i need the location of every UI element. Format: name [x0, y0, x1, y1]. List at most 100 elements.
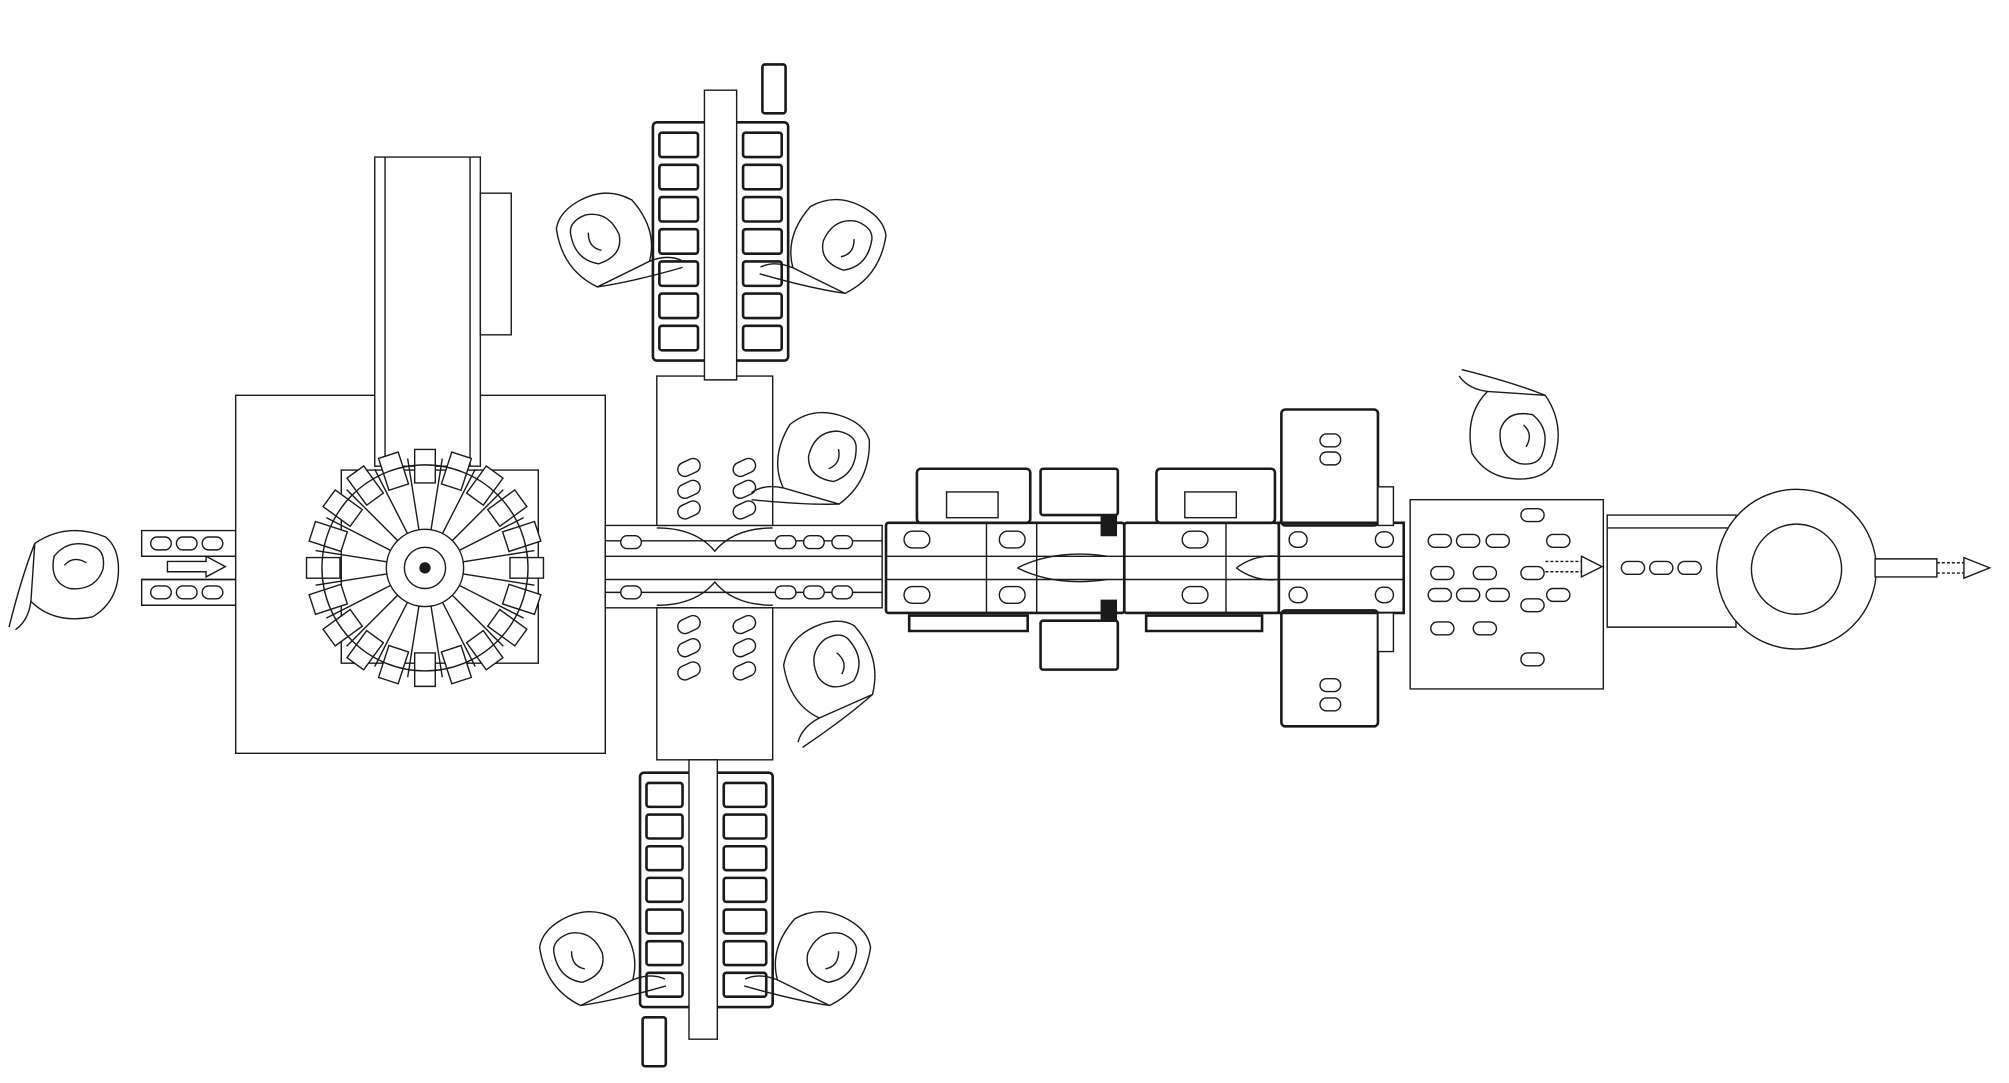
container-slot	[1547, 589, 1570, 602]
filler-cup	[379, 452, 409, 490]
operator-icon	[9, 531, 118, 630]
container-slot	[1431, 567, 1454, 580]
operator-hair	[569, 950, 585, 972]
filler-hub-inner	[404, 547, 445, 588]
container-slot	[675, 478, 702, 501]
main-transfer-conveyor	[605, 525, 882, 607]
container-slot	[1486, 589, 1509, 602]
filler-spoke	[375, 602, 408, 666]
container-slot	[675, 499, 702, 522]
container-slot	[1320, 452, 1341, 465]
output-flow-arrow-icon	[1964, 558, 1990, 579]
container-slot	[1650, 561, 1673, 574]
rack-bin	[659, 261, 698, 285]
container-slot	[675, 456, 702, 479]
rack-motor	[643, 1017, 666, 1066]
rack-bin	[743, 326, 782, 350]
operator-icon	[742, 890, 883, 1034]
container-slot	[1182, 531, 1208, 548]
vertical-feed-chute	[375, 157, 512, 466]
filler-spoke	[452, 490, 503, 541]
operator-hair	[841, 238, 857, 260]
filler-spoke	[326, 518, 390, 551]
container-slot	[904, 531, 930, 548]
container-slot	[731, 613, 758, 636]
operator-arms	[581, 962, 669, 1027]
operator-arms	[757, 250, 845, 315]
rack-bin	[743, 229, 782, 253]
filler-cup	[379, 646, 409, 684]
filler-cup	[467, 466, 503, 505]
container-slot	[1428, 589, 1451, 602]
container-slot	[1320, 434, 1341, 447]
filler-cup	[309, 584, 347, 614]
container-slot	[1182, 587, 1208, 604]
container-slot	[731, 456, 758, 479]
operator-hair	[64, 559, 86, 565]
container-slot	[621, 536, 642, 549]
output-conveyor	[1875, 559, 1964, 577]
filler-cup	[488, 490, 527, 526]
filler-center	[420, 563, 430, 573]
filler-cup	[503, 584, 541, 614]
rack-bin	[724, 815, 766, 839]
container-slot	[1473, 622, 1496, 635]
filler-cup	[307, 558, 340, 579]
container-slot	[999, 587, 1025, 604]
filler-cup	[347, 466, 383, 505]
container-slot	[804, 536, 825, 549]
rack-bin	[659, 229, 698, 253]
filler-spoke	[347, 490, 398, 541]
rack-bin	[646, 973, 682, 997]
filler-cup	[467, 631, 503, 670]
operator-head	[53, 544, 103, 589]
operator-icon	[1459, 370, 1558, 479]
upper-rack-conveyor-icon	[653, 64, 788, 379]
container-slot	[1521, 567, 1544, 580]
operator-hair	[1523, 425, 1529, 447]
container-slot	[1486, 534, 1509, 547]
turntable-icon	[1607, 489, 1917, 649]
lower-rack-conveyor-icon	[640, 760, 773, 1066]
container-slot	[1375, 532, 1393, 547]
container-slot	[832, 586, 853, 599]
container-slot	[731, 478, 758, 501]
operator-arms	[597, 244, 685, 309]
filler-cup	[510, 558, 543, 579]
operator-arms	[9, 543, 35, 629]
container-slot	[804, 586, 825, 599]
operator-hair	[825, 950, 841, 972]
table-flow-arrow-icon	[1545, 556, 1602, 577]
container-slot	[1457, 534, 1480, 547]
container-slot	[1678, 561, 1701, 574]
operator-head	[546, 923, 610, 989]
rack-bin	[646, 878, 682, 902]
filler-spoke	[443, 469, 476, 533]
container-slot	[775, 586, 796, 599]
container-slot	[176, 537, 197, 550]
transfer-frame	[1279, 410, 1404, 727]
container-slot	[1621, 561, 1644, 574]
operator-icon	[544, 171, 685, 315]
filler-cup	[503, 521, 541, 551]
container-slot	[1289, 587, 1307, 602]
rack-bin	[646, 941, 682, 965]
container-slot	[621, 586, 642, 599]
infeed-flow-arrow-icon	[167, 556, 225, 577]
filler-spoke	[316, 574, 387, 585]
infeed-conveyor	[142, 531, 236, 606]
operator-arms	[749, 475, 839, 529]
rack-bin	[743, 261, 782, 285]
rack-bin	[724, 910, 766, 934]
container-slot	[1289, 532, 1307, 547]
filler-spoke	[408, 606, 419, 677]
filler-spoke	[463, 574, 534, 585]
container-slot	[1521, 653, 1544, 666]
operator-head	[563, 205, 627, 271]
container-slot	[1431, 622, 1454, 635]
rack-bin	[724, 941, 766, 965]
operator-icon	[528, 890, 669, 1034]
filler-spoke	[375, 469, 408, 533]
filler-spoke	[463, 551, 534, 562]
